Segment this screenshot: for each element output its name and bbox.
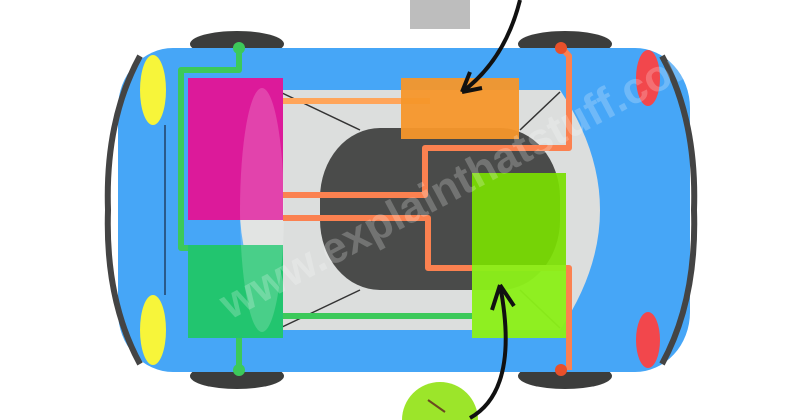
green-box bbox=[188, 245, 283, 338]
green-wire-terminal-top bbox=[233, 42, 245, 54]
arrow-bottom bbox=[469, 284, 508, 420]
magenta-box bbox=[188, 78, 283, 220]
rear-bumper bbox=[659, 54, 698, 366]
lime-box-lower bbox=[472, 265, 566, 338]
headlight-left bbox=[140, 55, 166, 125]
lime-circle bbox=[402, 382, 478, 420]
arrow-bottom-head bbox=[490, 283, 516, 311]
green-wire-terminal-bottom bbox=[233, 364, 245, 376]
top-gray-block bbox=[410, 0, 470, 29]
taillight-left bbox=[636, 50, 660, 106]
orange-wire-terminal-top bbox=[555, 42, 567, 54]
arrow-top bbox=[460, 0, 522, 94]
front-bumper bbox=[104, 54, 143, 366]
headlight-right bbox=[140, 295, 166, 365]
arrow-top-head bbox=[460, 71, 483, 94]
taillight-right bbox=[636, 312, 660, 368]
lime-circle-mark bbox=[427, 399, 446, 413]
orange-box bbox=[401, 78, 519, 139]
orange-wire-terminal-bottom bbox=[555, 364, 567, 376]
translucent-overlay bbox=[240, 88, 284, 332]
